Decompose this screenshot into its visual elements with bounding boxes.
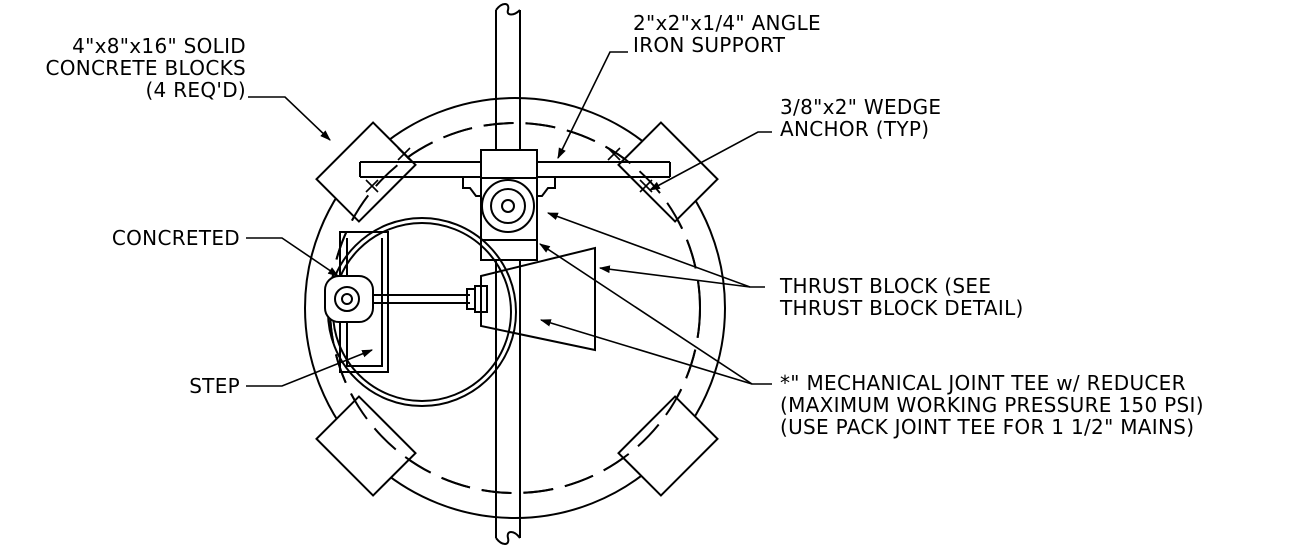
leader-step xyxy=(246,349,374,387)
valve-mid xyxy=(490,188,526,224)
blocks-label: 4"x8"x16" SOLID CONCRETE BLOCKS (4 REQ'D… xyxy=(45,35,246,101)
wedge-label: 3/8"x2" WEDGE ANCHOR (TYP) xyxy=(780,96,941,140)
angle-label: 2"x2"x1/4" ANGLE IRON SUPPORT xyxy=(633,12,821,56)
wedge-label-line-2: ANCHOR (TYP) xyxy=(780,117,930,141)
tee-label-line-2: (MAXIMUM WORKING PRESSURE 150 PSI) xyxy=(780,393,1204,417)
blocks-label-line-2: CONCRETE BLOCKS xyxy=(45,56,246,80)
step-label-text: STEP xyxy=(189,374,240,398)
tee-label-line-1: *" MECHANICAL JOINT TEE w/ REDUCER xyxy=(780,371,1186,395)
angle-label-line-1: 2"x2"x1/4" ANGLE xyxy=(633,11,821,35)
step-label: STEP xyxy=(189,375,240,397)
thrust-label: THRUST BLOCK (SEE THRUST BLOCK DETAIL) xyxy=(780,275,1024,319)
leader-thrust-2 xyxy=(598,265,751,288)
tee-label-line-3: (USE PACK JOINT TEE FOR 1 1/2" MAINS) xyxy=(780,415,1195,439)
concrete-block-bottom-right xyxy=(617,395,719,497)
blocks-label-line-1: 4"x8"x16" SOLID xyxy=(72,34,246,58)
leader-tee-2 xyxy=(539,319,753,385)
concreted-label: CONCRETED xyxy=(112,227,240,249)
concrete-block-bottom-left xyxy=(315,395,417,497)
concrete-block-top-right xyxy=(617,121,719,223)
leader-lines xyxy=(246,51,772,387)
leader-tee-1 xyxy=(539,243,772,385)
angle-label-line-2: IRON SUPPORT xyxy=(633,33,786,57)
leader-wedge xyxy=(649,131,772,191)
thrust-label-line-2: THRUST BLOCK DETAIL) xyxy=(780,296,1024,320)
valve-inner xyxy=(501,199,515,213)
concreted-label-text: CONCRETED xyxy=(111,226,240,250)
main-pipe xyxy=(495,3,521,545)
thrust-block xyxy=(480,246,596,352)
wedge-label-line-1: 3/8"x2" WEDGE xyxy=(780,95,942,119)
service-line xyxy=(373,285,488,313)
corp-stop xyxy=(324,275,374,323)
leader-angle xyxy=(557,51,628,159)
leader-blocks xyxy=(248,96,331,141)
tee-label: *" MECHANICAL JOINT TEE w/ REDUCER (MAXI… xyxy=(780,372,1204,438)
blocks-label-line-3: (4 REQ'D) xyxy=(145,78,246,102)
leader-concreted xyxy=(246,237,339,277)
valve-outer xyxy=(481,179,535,233)
thrust-label-line-1: THRUST BLOCK (SEE xyxy=(780,274,992,298)
concrete-block-top-left xyxy=(315,121,417,223)
outer-circle xyxy=(304,97,726,519)
